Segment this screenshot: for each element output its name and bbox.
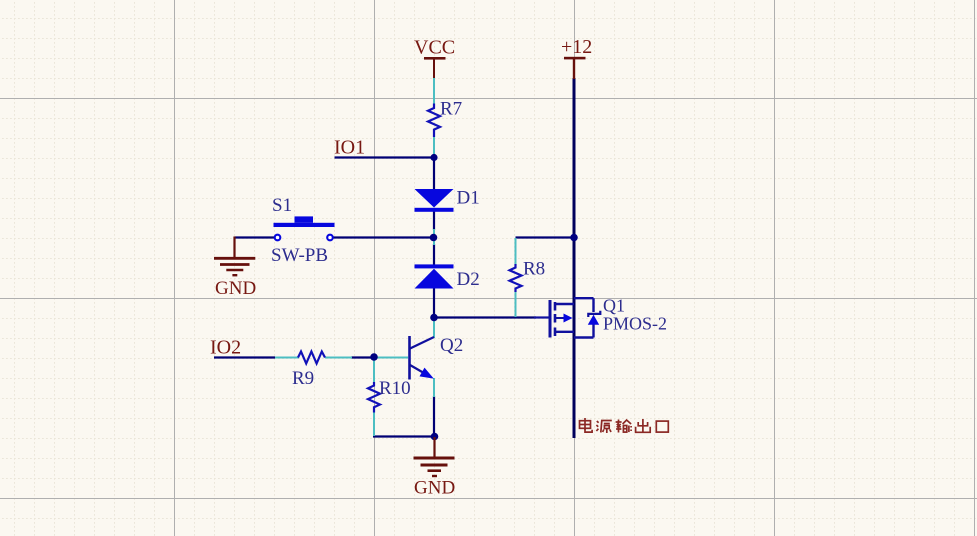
svg-text:IO1: IO1 [334,137,365,159]
svg-text:D2: D2 [457,269,480,290]
svg-text:D1: D1 [457,188,480,209]
svg-text:R9: R9 [292,368,314,389]
svg-text:R8: R8 [523,259,545,280]
svg-text:Q2: Q2 [440,335,463,356]
svg-text:S1: S1 [272,195,292,216]
svg-text:+12: +12 [561,36,592,58]
svg-text:GND: GND [215,278,256,299]
svg-text:Q1: Q1 [603,296,625,316]
svg-text:VCC: VCC [414,37,455,59]
svg-text:IO2: IO2 [210,337,241,359]
svg-text:GND: GND [414,478,455,499]
svg-text:R10: R10 [379,378,411,399]
svg-text:SW-PB: SW-PB [271,245,328,266]
svg-text:R7: R7 [440,99,462,120]
svg-text:PMOS-2: PMOS-2 [603,314,667,334]
